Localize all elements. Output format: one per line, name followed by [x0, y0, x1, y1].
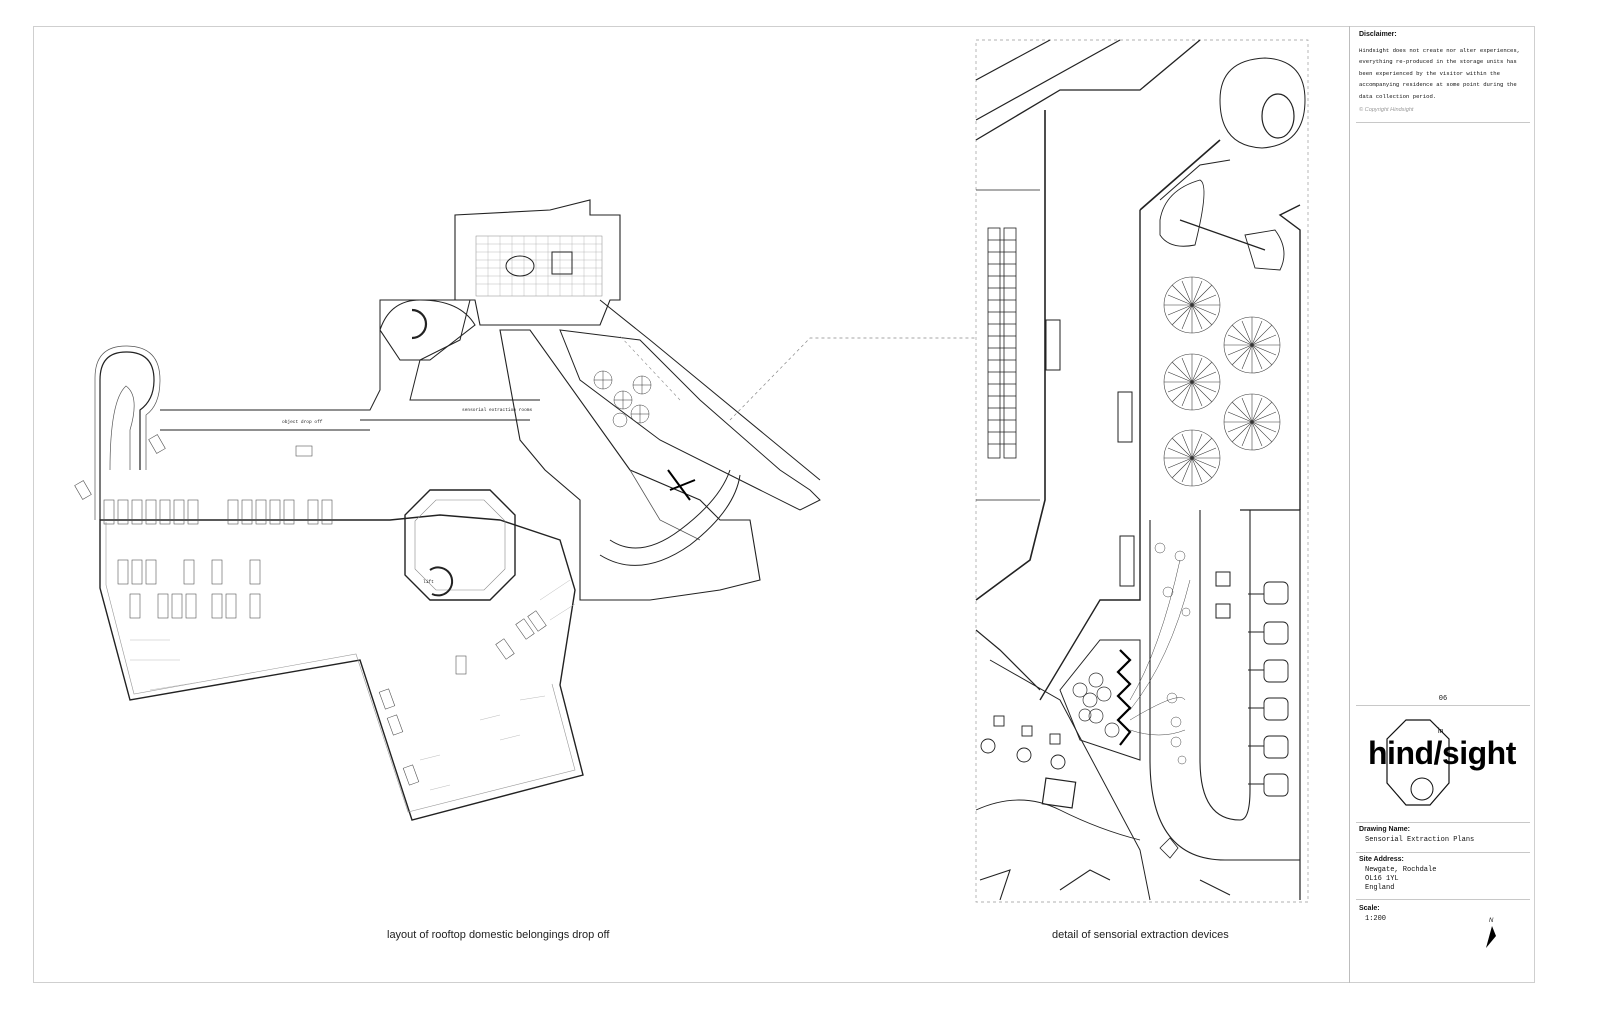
disclaimer-text: Hindsight does not create nor alter expe…	[1359, 47, 1521, 100]
north-arrow-icon: N	[1486, 918, 1496, 948]
title-block: Disclaimer: Hindsight does not create no…	[1349, 26, 1535, 983]
drawing-sheet	[33, 26, 1535, 983]
copyright-note: © Copyright Hindsight	[1359, 107, 1414, 113]
right-plan-caption: detail of sensorial extraction devices	[1052, 929, 1229, 941]
sheet-number: 06	[1438, 695, 1448, 703]
palm-device	[1163, 276, 1221, 334]
divider	[1356, 122, 1530, 123]
scale-label: Scale:	[1359, 905, 1380, 912]
logo-superscript: in	[1438, 728, 1444, 735]
north-label: N	[1489, 918, 1494, 924]
detail-plan	[975, 39, 1309, 903]
site-address-label: Site Address:	[1359, 856, 1404, 863]
logo-wordmark: hind/sight	[1368, 735, 1516, 771]
divider	[1356, 705, 1530, 706]
drawing-name-label: Drawing Name:	[1359, 826, 1410, 833]
divider	[1356, 822, 1530, 823]
divider	[1356, 852, 1530, 853]
object-drop-off-label: object drop off	[282, 419, 323, 425]
lift-label: lift	[423, 579, 434, 585]
site-address-value: Newgate, Rochdale OL16 1YL England	[1365, 866, 1437, 892]
drawing-name-value: Sensorial Extraction Plans	[1365, 836, 1475, 844]
sensorial-extraction-rooms-label: sensorial extraction rooms	[462, 407, 533, 413]
logo-octagon-icon	[1386, 719, 1450, 806]
left-plan-caption: layout of rooftop domestic belongings dr…	[387, 929, 610, 941]
divider	[1356, 899, 1530, 900]
scale-value: 1:200	[1365, 915, 1387, 923]
site-plan	[74, 199, 976, 821]
disclaimer-heading: Disclaimer:	[1359, 31, 1397, 38]
